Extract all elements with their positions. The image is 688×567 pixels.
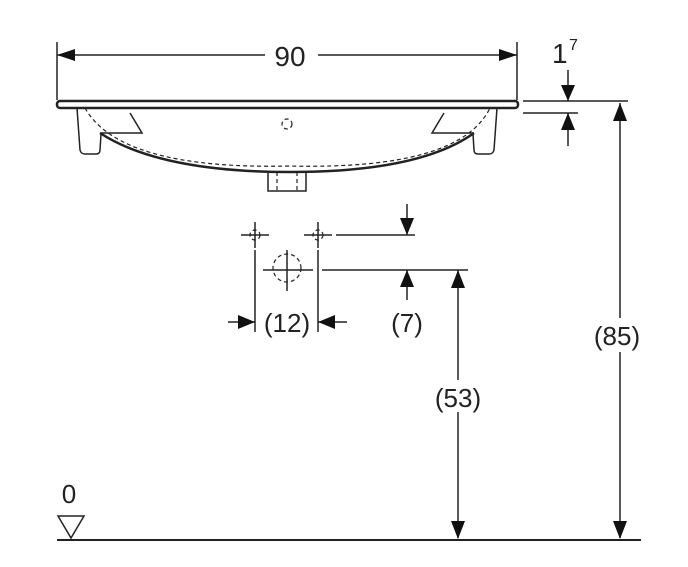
total-height-label: (85)	[594, 321, 640, 351]
tap-offset-label: (7)	[391, 308, 423, 338]
total-height-dimension: (85)	[594, 103, 640, 539]
tap-hole-spacing-label: (12)	[264, 308, 310, 338]
width-dimension: 90	[56, 41, 518, 100]
waste-height-dimension: (53)	[435, 270, 481, 539]
rim-thickness-label: 1	[552, 38, 568, 69]
floor-label: 0	[62, 479, 76, 509]
rim-thickness-superscript: 7	[569, 37, 578, 54]
basin-side-view	[55, 99, 520, 192]
width-label: 90	[274, 41, 305, 72]
tap-offset-dimension: (7)	[322, 204, 468, 338]
floor-reference: 0	[56, 479, 641, 541]
tap-holes: (12)	[228, 222, 347, 338]
rim-thickness-dimension: 1 7	[523, 37, 628, 146]
waste-height-label: (53)	[435, 383, 481, 413]
